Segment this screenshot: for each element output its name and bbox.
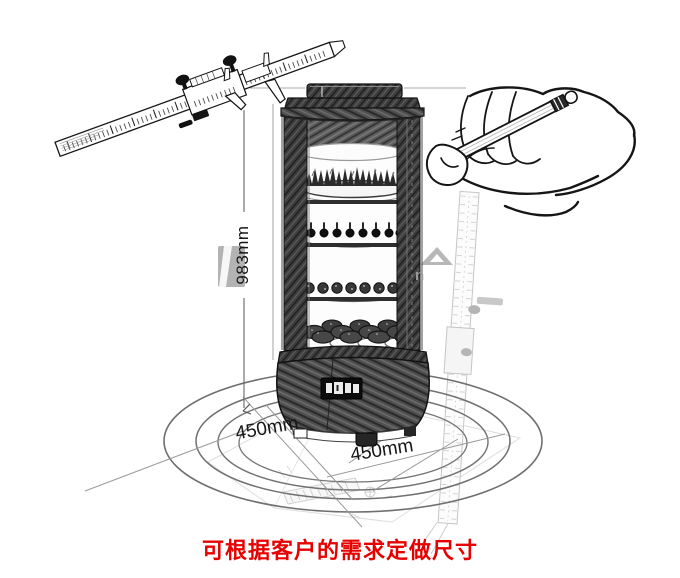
interior-lamp-cover (298, 142, 404, 162)
caliper-print-text (59, 127, 105, 152)
shelf-cream-cake (297, 167, 409, 203)
height-dimension-label: 983mm (233, 225, 252, 285)
top-cap (306, 83, 403, 99)
hand-mask (438, 85, 637, 200)
lid-band-upper (284, 97, 421, 109)
thumb-nail (440, 157, 459, 168)
caliper-thumb-knob (175, 74, 190, 86)
height-dimension-lines (242, 87, 466, 415)
shelf-bar (302, 200, 408, 204)
customization-caption: 可根据客户的需求定做尺寸 (201, 538, 478, 563)
caliper-jaw-fixed (264, 78, 286, 104)
caliper-upper-jaw (223, 67, 231, 82)
caliper-jaw-movable (224, 92, 247, 111)
faint-caliper-knob (460, 348, 472, 357)
lid-band-lower (280, 107, 425, 121)
shelf-bar (303, 243, 409, 247)
display-cabinet (275, 83, 431, 447)
dimension-arrowhead (242, 403, 252, 415)
foot-right (404, 427, 416, 436)
caliper-upper-jaw (263, 52, 270, 68)
watermark-shapes (218, 246, 453, 287)
control-panel (320, 377, 363, 400)
frame-post-right (396, 113, 421, 353)
caliper-thumb-knob (222, 55, 237, 66)
faint-caliper-bar (476, 296, 503, 306)
vernier-caliper (54, 40, 346, 158)
hand-with-pencil (425, 85, 637, 217)
faint-vertical-caliper (417, 190, 503, 555)
caliper-rod (178, 119, 193, 129)
shelf-bar (301, 297, 409, 301)
caliper-fine-adjust (241, 61, 272, 83)
watermark-letter: n (415, 267, 425, 284)
pencil-eraser (564, 90, 578, 105)
caliper-slider-ridge (189, 67, 225, 88)
foot-center (355, 432, 378, 447)
caliper-beam-tip (328, 40, 346, 58)
faint-caliper-knob (468, 305, 481, 315)
caliper-clamp (192, 109, 210, 122)
foot-left (293, 428, 308, 439)
